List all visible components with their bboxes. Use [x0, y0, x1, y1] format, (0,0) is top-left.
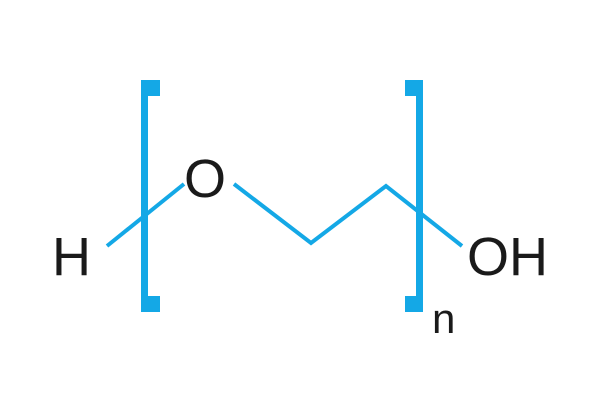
right-bracket — [405, 80, 423, 312]
bond-chain — [232, 182, 464, 248]
left-bracket — [141, 80, 160, 312]
oxygen-atom-label: O — [184, 149, 227, 209]
repeat-subscript: n — [432, 295, 456, 342]
hydroxyl-group-label: OH — [467, 227, 548, 287]
hydrogen-atom-label: H — [52, 227, 91, 287]
